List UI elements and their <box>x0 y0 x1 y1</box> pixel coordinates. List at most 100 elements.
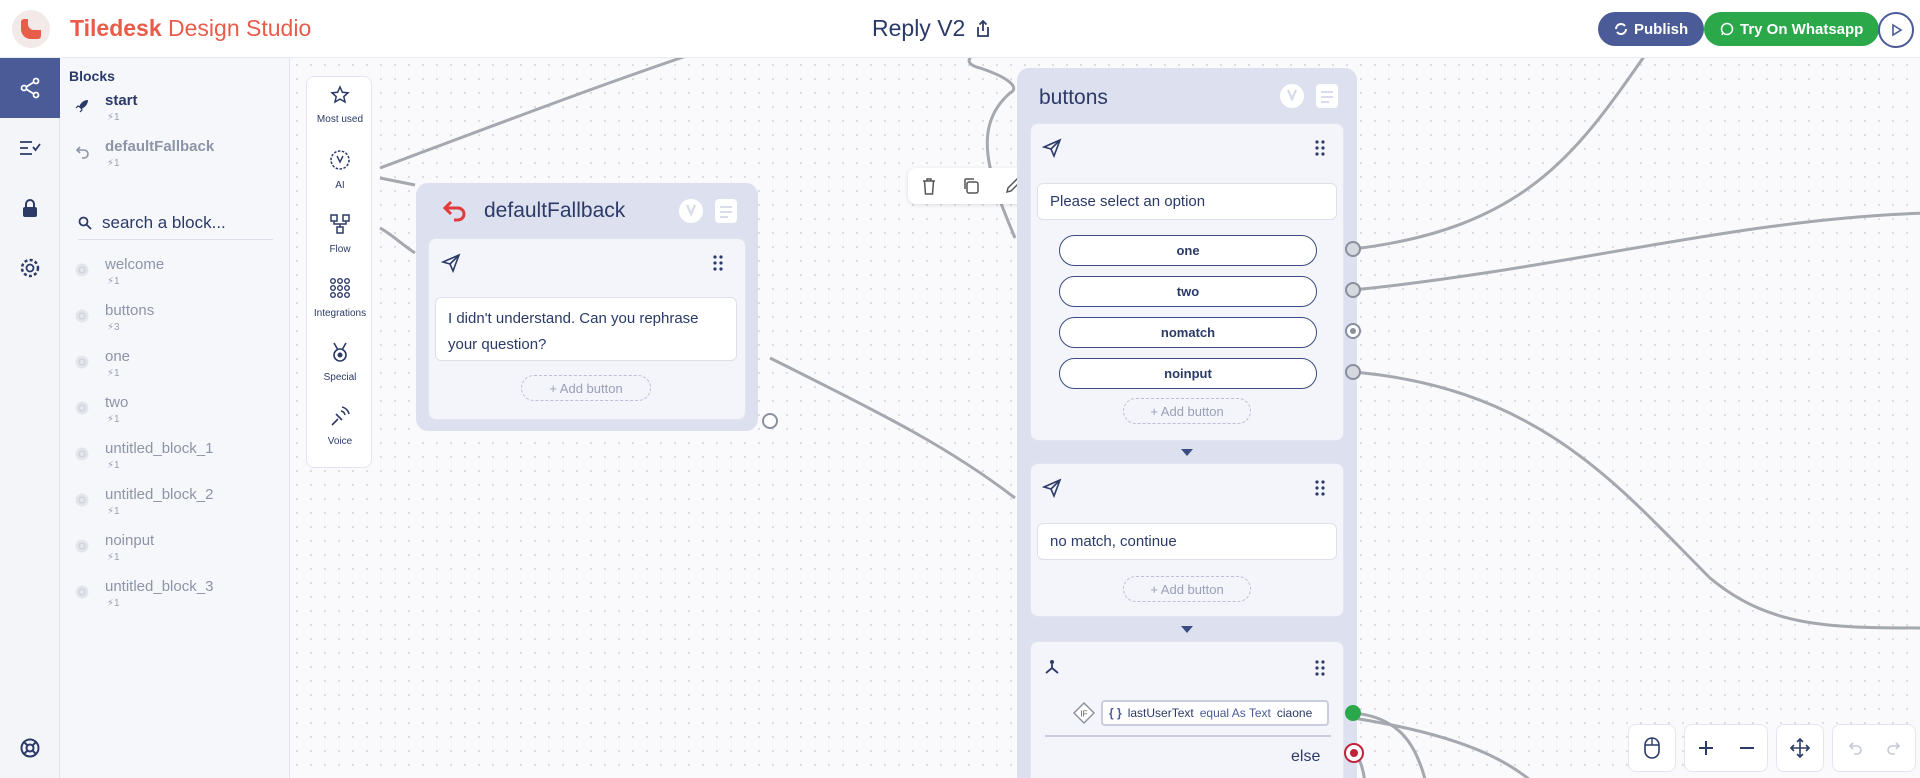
block-name: one <box>105 348 131 365</box>
option-nomatch-port[interactable] <box>1345 323 1361 339</box>
undo-icon[interactable] <box>1845 741 1863 755</box>
whatsapp-icon <box>1720 22 1734 36</box>
tiledesk-logo[interactable] <box>12 10 50 48</box>
add-button-button[interactable]: + Add button <box>1123 398 1251 424</box>
redo-icon[interactable] <box>1886 741 1904 755</box>
node-defaultfallback[interactable]: defaultFallback I didn't understand. Can… <box>416 183 758 431</box>
rail-help[interactable] <box>0 718 60 778</box>
test-play-button[interactable] <box>1878 12 1914 48</box>
block-icon <box>75 447 89 461</box>
action-card-reply-buttons[interactable]: Please select an option one two nomatch … <box>1030 123 1344 441</box>
block-icon <box>75 539 89 553</box>
option-button-two[interactable]: two <box>1059 276 1317 307</box>
rail-secrets[interactable] <box>0 178 60 238</box>
block-item-untitled-block-1[interactable]: untitled_block_1 ⚡1 <box>74 440 284 480</box>
option-button-noinput[interactable]: noinput <box>1059 358 1317 389</box>
move-arrows-icon <box>1790 738 1810 758</box>
zoom-in-icon[interactable] <box>1698 740 1714 756</box>
action-card-send-text[interactable]: I didn't understand. Can you rephrase yo… <box>428 238 746 420</box>
block-item-one[interactable]: one ⚡1 <box>74 348 284 388</box>
delete-action-button[interactable] <box>908 168 950 204</box>
palette-most-used[interactable]: Most used <box>307 77 373 139</box>
rail-rules[interactable] <box>0 118 60 178</box>
svg-text:IF: IF <box>1080 710 1087 719</box>
palette-integrations[interactable]: Integrations <box>307 269 373 331</box>
search-input[interactable] <box>102 212 262 233</box>
block-item-buttons[interactable]: buttons ⚡3 <box>74 302 284 342</box>
option-button-nomatch[interactable]: nomatch <box>1059 317 1317 348</box>
notes-icon[interactable] <box>714 198 738 224</box>
block-item-defaultfallback[interactable]: defaultFallback ⚡1 <box>74 138 284 178</box>
add-button-button[interactable]: + Add button <box>521 375 651 401</box>
node-buttons[interactable]: buttons Please select an option one two … <box>1017 68 1357 778</box>
rail-flow[interactable] <box>0 58 60 118</box>
drag-handle-icon[interactable] <box>1315 140 1325 156</box>
option-noinput-port[interactable] <box>1345 364 1361 380</box>
block-count: ⚡3 <box>107 322 120 333</box>
rail-settings[interactable] <box>0 238 60 298</box>
block-item-start[interactable]: start ⚡1 <box>74 92 284 132</box>
drag-handle-icon[interactable] <box>713 255 723 271</box>
condition-else-port[interactable] <box>1344 743 1364 763</box>
ai-badge-icon[interactable] <box>678 198 704 224</box>
share-icon[interactable] <box>975 19 991 38</box>
copy-icon <box>964 178 979 194</box>
fallback-output-port[interactable] <box>762 413 778 429</box>
block-item-untitled-block-3[interactable]: untitled_block_3 ⚡1 <box>74 578 284 618</box>
mouse-mode-button[interactable] <box>1628 724 1676 772</box>
option-two-port[interactable] <box>1345 282 1361 298</box>
lifebuoy-icon <box>20 738 40 758</box>
palette-special[interactable]: Special <box>307 333 373 395</box>
condition-expression[interactable]: { } lastUserText equal As Text ciaone <box>1101 700 1329 726</box>
condition-true-port[interactable] <box>1345 705 1361 721</box>
publish-button[interactable]: Publish <box>1598 12 1705 46</box>
block-icon <box>75 263 89 277</box>
palette-flow[interactable]: Flow <box>307 205 373 267</box>
block-name: untitled_block_1 <box>105 440 214 457</box>
block-count: ⚡1 <box>107 506 120 517</box>
block-item-noinput[interactable]: noinput ⚡1 <box>74 532 284 572</box>
whatsapp-label: Try On Whatsapp <box>1740 20 1864 38</box>
palette-voice[interactable]: Voice <box>307 397 373 459</box>
block-name: untitled_block_3 <box>105 578 214 595</box>
condition-operator: equal As Text <box>1199 706 1271 720</box>
block-count: ⚡1 <box>107 158 120 169</box>
add-button-button[interactable]: + Add button <box>1123 576 1251 602</box>
action-card-condition[interactable]: IF { } lastUserText equal As Text ciaone… <box>1030 641 1344 778</box>
gear-icon <box>20 258 40 278</box>
ai-badge-icon[interactable] <box>1279 83 1305 109</box>
block-count: ⚡1 <box>107 598 120 609</box>
block-item-two[interactable]: two ⚡1 <box>74 394 284 434</box>
block-item-welcome[interactable]: welcome ⚡1 <box>74 256 284 296</box>
block-count: ⚡1 <box>107 112 120 123</box>
fit-view-button[interactable] <box>1776 724 1824 772</box>
block-count: ⚡1 <box>107 368 120 379</box>
node-title[interactable]: buttons <box>1039 86 1108 109</box>
message-text[interactable]: I didn't understand. Can you rephrase yo… <box>435 297 737 361</box>
drag-handle-icon[interactable] <box>1315 660 1325 676</box>
palette-label: Flow <box>329 244 351 255</box>
flow-canvas[interactable]: Most used AI Flow Integrations Special V… <box>290 58 1920 778</box>
palette-ai[interactable]: AI <box>307 141 373 203</box>
copy-action-button[interactable] <box>950 168 992 204</box>
zoom-out-icon[interactable] <box>1739 740 1755 756</box>
page-title: Reply V2 <box>872 15 991 42</box>
message-text[interactable]: no match, continue <box>1037 523 1337 560</box>
undo-icon <box>442 200 466 222</box>
try-whatsapp-button[interactable]: Try On Whatsapp <box>1704 12 1880 46</box>
notes-icon[interactable] <box>1315 83 1339 109</box>
search-block <box>78 206 273 240</box>
option-one-port[interactable] <box>1345 241 1361 257</box>
palette-label: AI <box>335 180 345 191</box>
block-count: ⚡1 <box>107 460 120 471</box>
drag-handle-icon[interactable] <box>1315 480 1325 496</box>
action-card-send-text[interactable]: no match, continue + Add button <box>1030 463 1344 617</box>
mouse-icon <box>1644 737 1660 759</box>
divider <box>1045 735 1331 737</box>
block-item-untitled-block-2[interactable]: untitled_block_2 ⚡1 <box>74 486 284 526</box>
option-button-one[interactable]: one <box>1059 235 1317 266</box>
node-title[interactable]: defaultFallback <box>484 199 626 222</box>
message-text[interactable]: Please select an option <box>1037 183 1337 220</box>
wire <box>379 176 416 255</box>
block-count: ⚡1 <box>107 552 120 563</box>
